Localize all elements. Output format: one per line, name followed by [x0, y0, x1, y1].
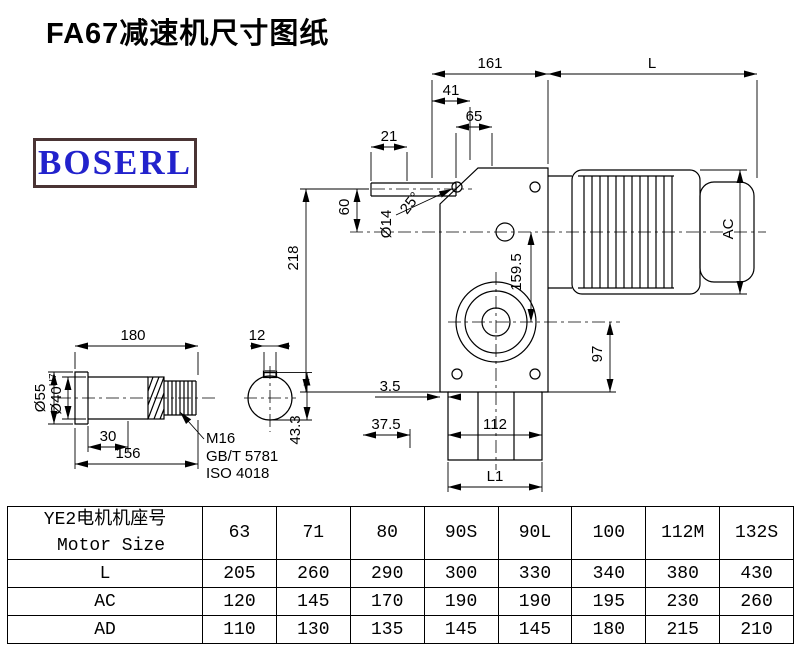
dim-label-159-5: 159.5: [508, 253, 525, 291]
row-label: L: [7, 559, 203, 589]
row-label: AD: [7, 615, 203, 645]
table-cell: 120: [202, 587, 277, 617]
table-row-AD: AD 110 130 135 145 145 180 215 210: [7, 615, 794, 645]
dim-label-3-5: 3.5: [380, 378, 401, 395]
header-line2: Motor Size: [56, 536, 166, 557]
dimension-table: YE2电机机座号 Motor Size 63 71 80 90S 90L 100…: [7, 505, 794, 645]
page-title: FA67减速机尺寸图纸: [46, 18, 330, 50]
table-row-L: L 205 260 290 300 330 340 380 430: [7, 559, 794, 589]
table-cell: 330: [497, 559, 573, 589]
table-cell: 90L: [497, 505, 573, 561]
dim-label-L1: L1: [487, 468, 504, 485]
table-cell: 145: [275, 587, 351, 617]
dim-label-dia40: Ø40H7: [48, 373, 65, 415]
dim-label-12: 12: [249, 327, 266, 344]
dim-label-65: 65: [466, 108, 483, 125]
dimension-labels: 161 L 41 65 21 60 Ø14 25° 218 159.5 AC 9…: [32, 55, 737, 485]
center-lines: [58, 188, 766, 470]
table-cell: 215: [645, 615, 721, 645]
table-cell: 130: [275, 615, 351, 645]
dim-label-21: 21: [381, 128, 398, 145]
table-cell: 112M: [645, 505, 721, 561]
table-row-AC: AC 120 145 170 190 190 195 230 260: [7, 587, 794, 617]
boserl-logo: BOSERL: [33, 138, 197, 188]
dim-label-156: 156: [115, 445, 140, 462]
dim-label-112: 112: [483, 416, 507, 433]
table-cell: 230: [645, 587, 721, 617]
row-label: AC: [7, 587, 203, 617]
table-cell: 80: [349, 505, 425, 561]
dim-label-AC: AC: [720, 218, 737, 239]
table-cell: 170: [349, 587, 425, 617]
dim-label-161: 161: [477, 55, 502, 72]
table-cell: 100: [571, 505, 647, 561]
dim-label-dia55: Ø55: [32, 384, 49, 412]
dim-label-30: 30: [100, 428, 117, 445]
thread-label-gb: GB/T 5781: [206, 448, 278, 465]
table-cell: 132S: [719, 505, 794, 561]
thread-label-m16: M16: [206, 430, 235, 447]
table-cell: 380: [645, 559, 721, 589]
dim-label-37-5: 37.5: [371, 416, 400, 433]
dim-label-60: 60: [336, 199, 353, 216]
table-cell: 190: [497, 587, 573, 617]
table-cell: 180: [571, 615, 647, 645]
table-cell: 260: [275, 559, 351, 589]
table-cell: 190: [423, 587, 499, 617]
dim-label-43-3: 43.3: [287, 415, 304, 444]
logo-text: BOSERL: [38, 143, 192, 182]
dim-label-dia14: Ø14: [378, 210, 395, 238]
dim-label-97: 97: [589, 346, 606, 363]
dim-label-180: 180: [120, 327, 145, 344]
dia40-tolerance: H7: [48, 373, 59, 386]
table-cell: 300: [423, 559, 499, 589]
dia40-value: Ø40: [48, 386, 65, 414]
dim-label-218: 218: [285, 245, 302, 270]
key-cross-section: [247, 370, 293, 421]
table-cell: 63: [202, 505, 277, 561]
table-cell: 145: [423, 615, 499, 645]
dim-label-L: L: [648, 55, 656, 72]
header-line1: YE2电机机座号: [43, 510, 167, 530]
table-cell: 260: [719, 587, 794, 617]
table-cell: 71: [275, 505, 351, 561]
table-cell: 90S: [423, 505, 499, 561]
motor: [548, 169, 755, 295]
table-cell: 205: [202, 559, 277, 589]
table-cell: 135: [349, 615, 425, 645]
table-cell: 110: [202, 615, 277, 645]
table-cell: 340: [571, 559, 647, 589]
dimension-lines: [48, 70, 758, 492]
table-header-row: YE2电机机座号 Motor Size 63 71 80 90S 90L 100…: [7, 505, 794, 561]
table-cell: 195: [571, 587, 647, 617]
motor-size-header: YE2电机机座号 Motor Size: [7, 505, 203, 561]
table-cell: 210: [719, 615, 794, 645]
table-cell: 145: [497, 615, 573, 645]
table-cell: 290: [349, 559, 425, 589]
thread-label-iso: ISO 4018: [206, 465, 269, 482]
dim-label-41: 41: [443, 82, 460, 99]
gearbox-housing: [439, 167, 549, 461]
table-cell: 430: [719, 559, 794, 589]
